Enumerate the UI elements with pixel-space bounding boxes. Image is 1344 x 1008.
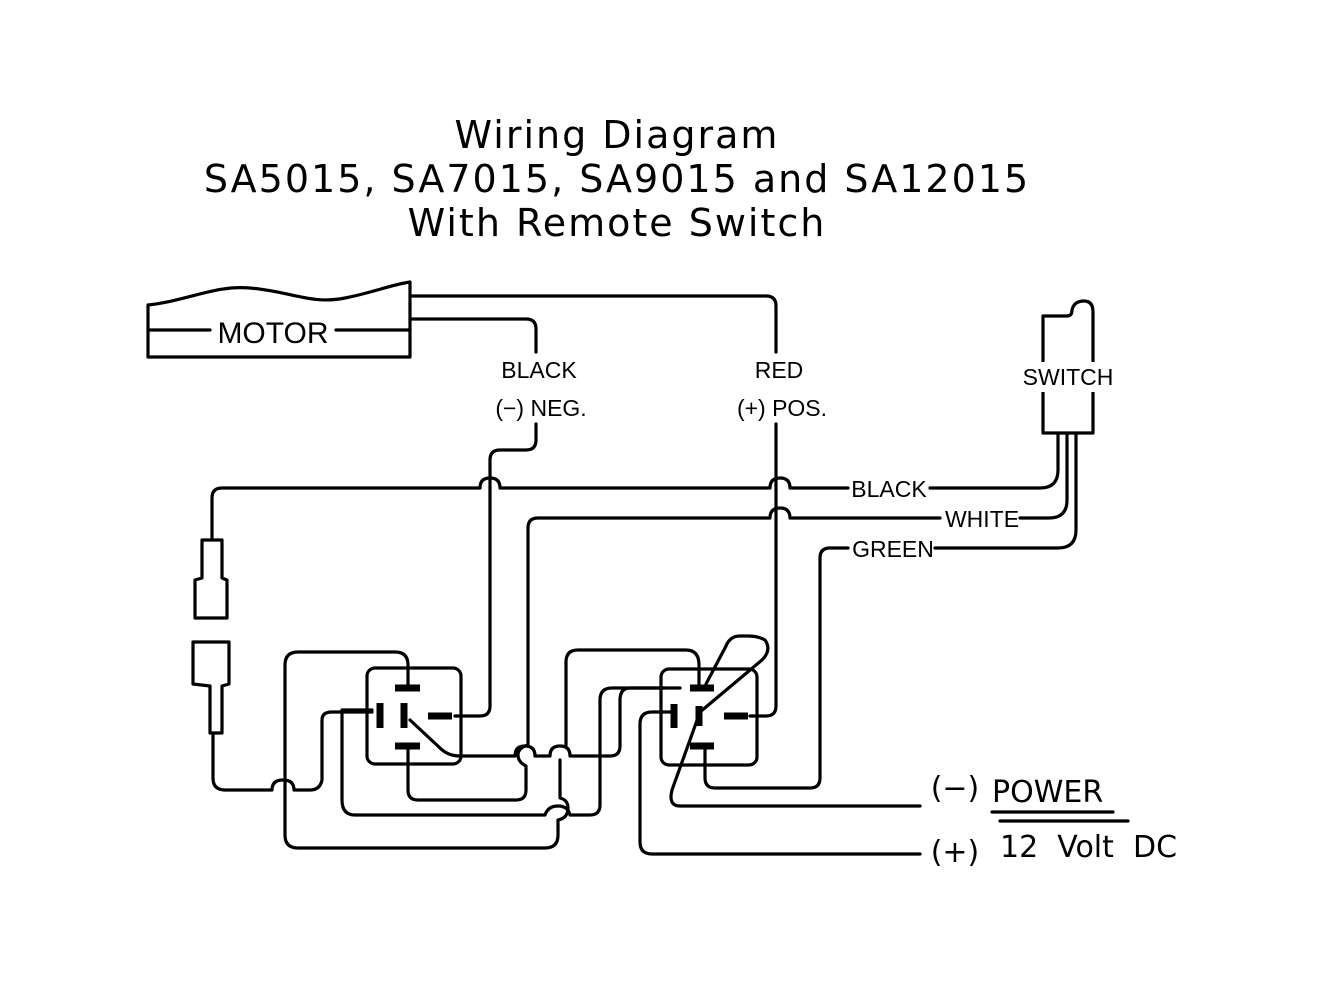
wire-relay1-common-out [458,744,602,758]
wire-motor-black [408,317,538,354]
title-line-3: With Remote Switch [408,201,827,245]
wire-switch-green [933,431,1078,550]
wire-connector-to-relay1 [211,710,374,792]
power-negative-label: (−) [931,771,980,806]
neg-lead-polarity-label: (−) NEG. [495,395,586,421]
remote-switch: SWITCH [1022,299,1117,435]
wire-motor-red [408,294,778,354]
switch-wire-black-label: BLACK [851,476,927,502]
title-line-1: Wiring Diagram [455,113,780,157]
switch-wire-white-label: WHITE [945,506,1019,532]
pos-lead-color-label: RED [755,357,804,383]
wire-neg-to-relay1 [453,422,538,718]
relay-1 [365,666,463,766]
title-line-2: SA5015, SA7015, SA9015 and SA12015 [204,157,1030,201]
wire-switch-white [1018,431,1069,520]
wire-relay1-top [283,650,570,850]
wire-relay1-left-a [340,686,667,817]
wire-white-to-relay1 [406,506,942,802]
motor: MOTOR [146,280,412,359]
relay-2 [659,634,770,767]
motor-label: MOTOR [217,317,328,350]
wire-pos-to-relay2 [748,422,778,718]
neg-lead-color-label: BLACK [501,357,577,383]
power-positive-label: (+) [931,835,980,870]
wire-black-to-connector [210,476,850,542]
pos-lead-polarity-label: (+) POS. [737,395,827,421]
power-supply-label: (−) (+) POWER 12 Volt DC [931,771,1177,870]
switch-wire-green-label: GREEN [852,536,934,562]
wire-switch-black [928,431,1060,490]
wire-relay2-diag-to-neg [669,710,922,808]
wire-relay2-top [564,648,701,747]
switch-label: SWITCH [1023,364,1114,390]
wire-relay2-left [638,710,922,856]
wire-relay1-to-relay2-mid [598,686,682,758]
power-title: POWER [992,775,1103,810]
power-spec: 12 Volt DC [1000,830,1177,865]
wire-green-to-relay2 [703,546,850,790]
inline-connector [191,538,231,735]
